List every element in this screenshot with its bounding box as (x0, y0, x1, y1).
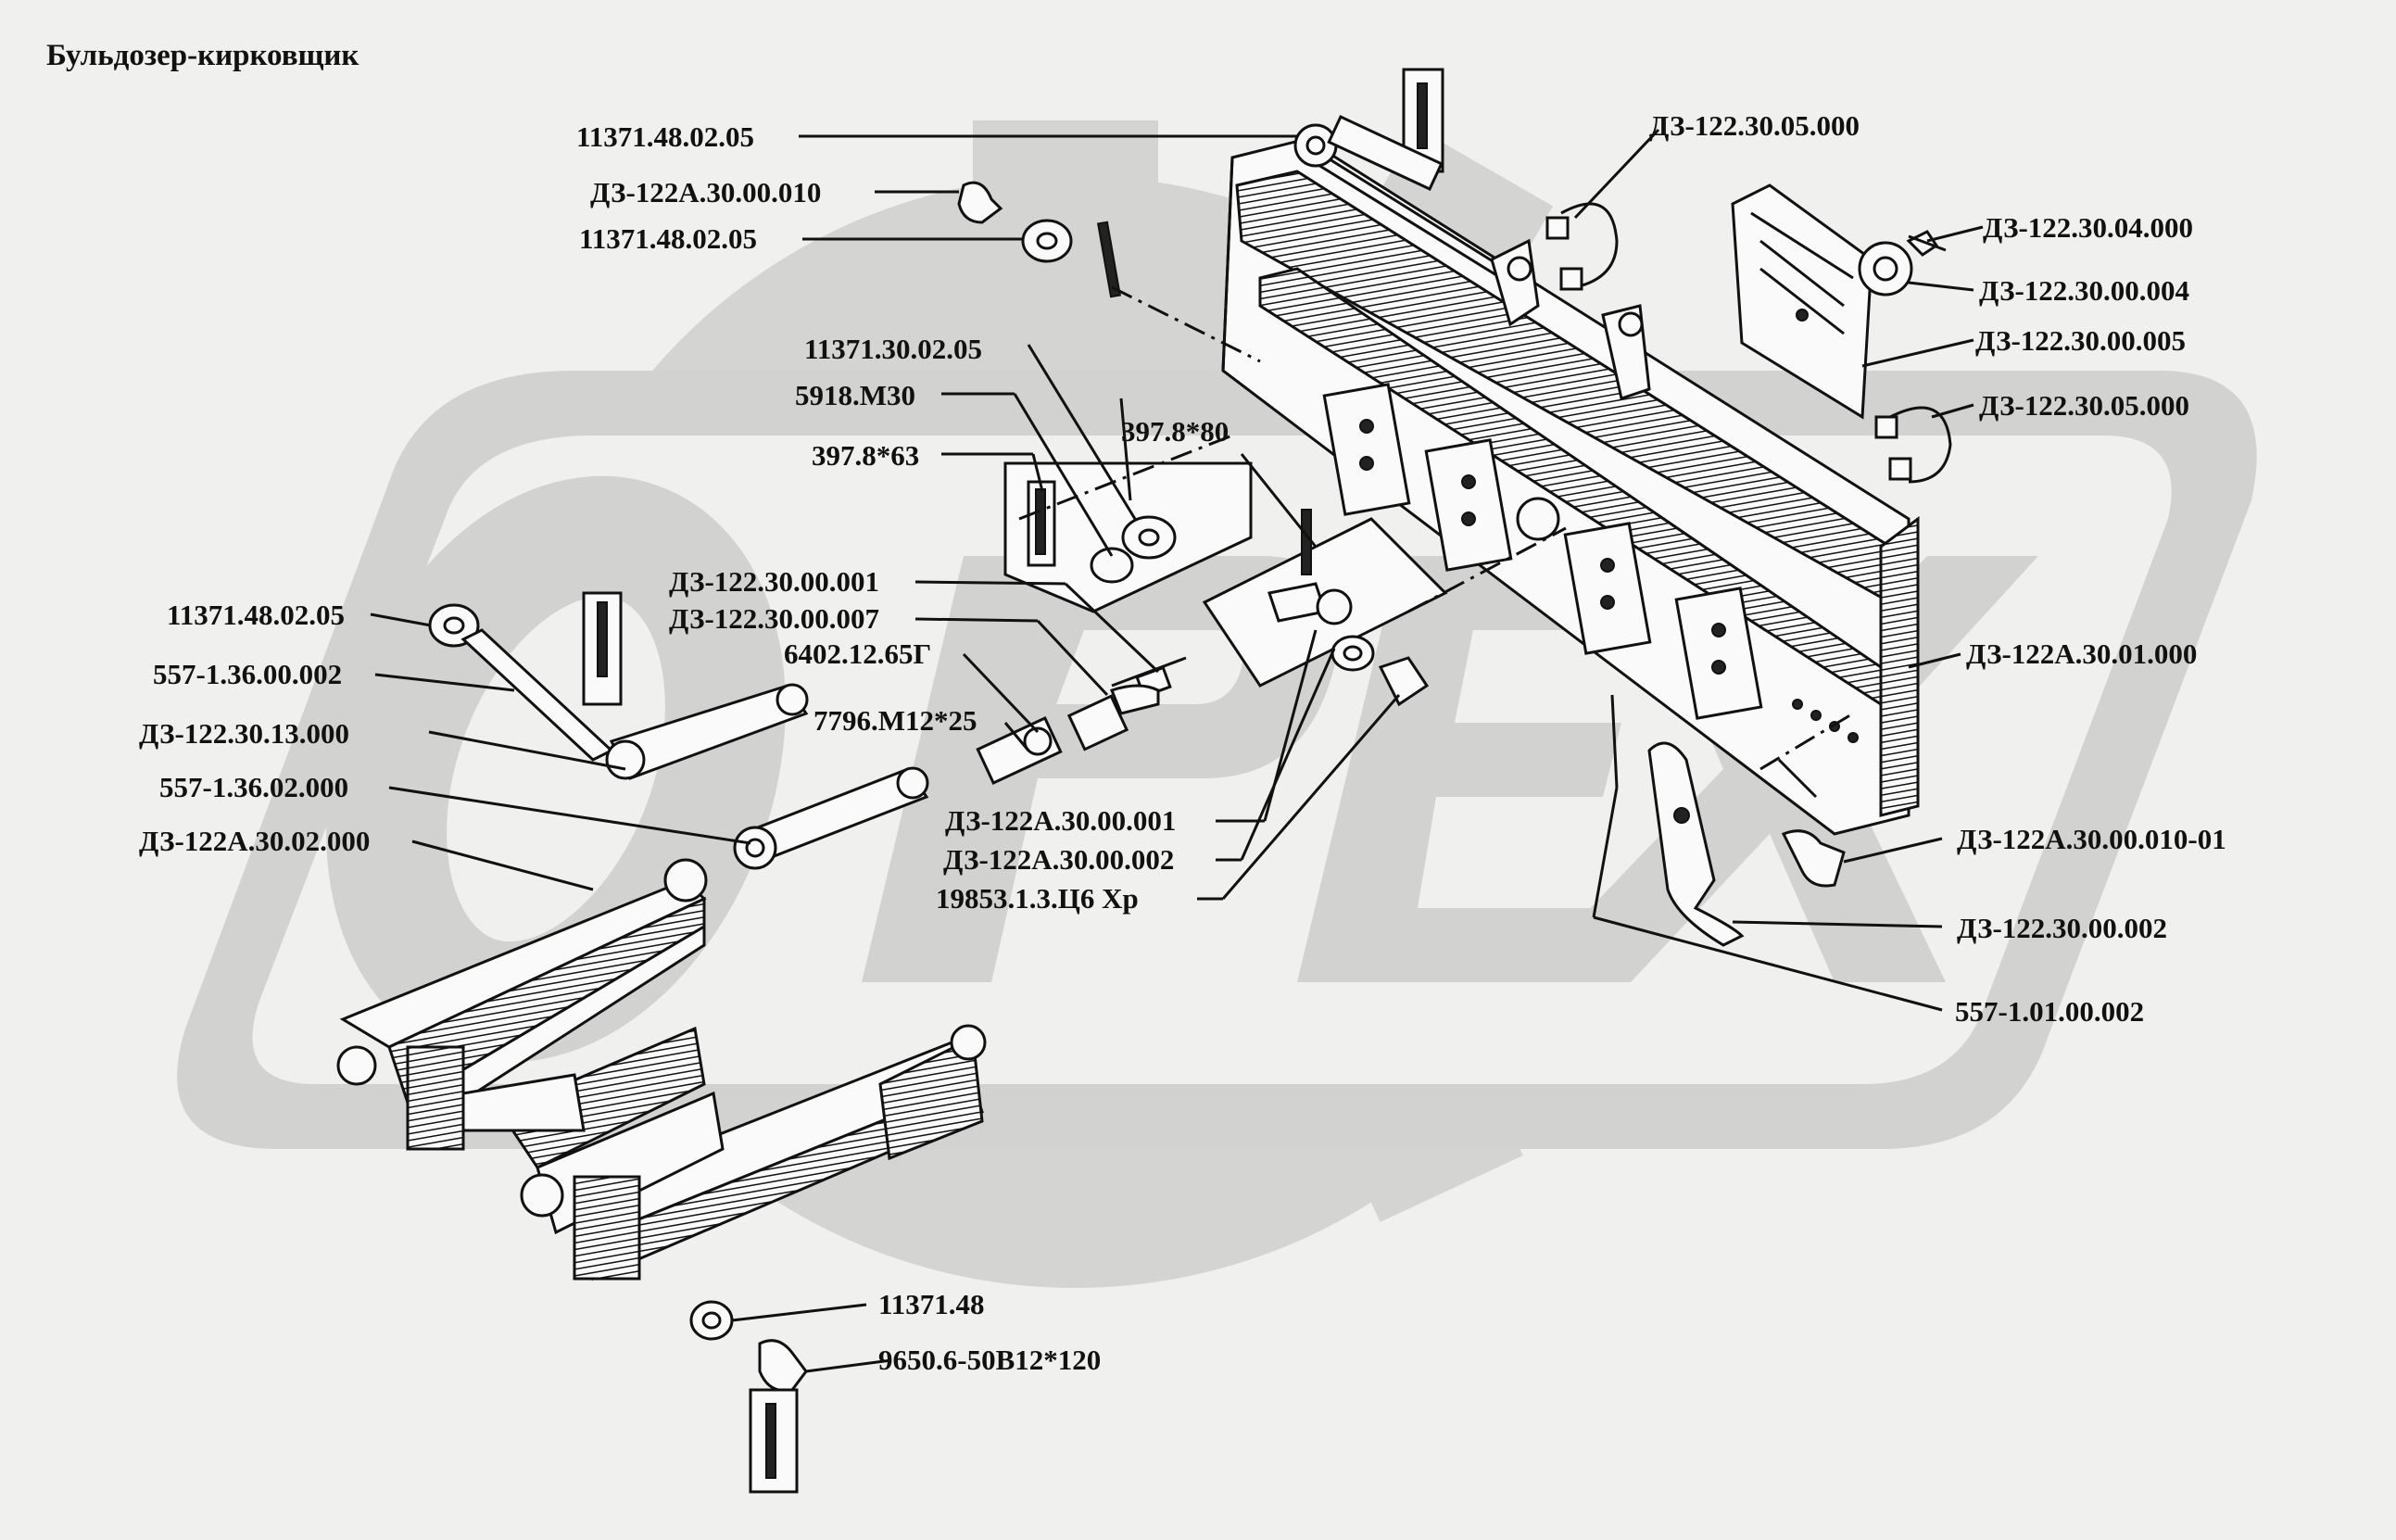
top-bolts (957, 68, 1444, 298)
blade-assembly (1221, 137, 1920, 836)
label-4: 5918.М30 (795, 379, 915, 411)
diagram-title: Бульдозер-кирковщик (46, 39, 359, 72)
label-28: 11371.48 (878, 1288, 985, 1320)
u-bolt-top (1545, 202, 1619, 291)
label-13: ДЗ-122.30.00.007 (669, 602, 879, 635)
label-19: 557-1.36.02.000 (159, 771, 348, 803)
mid-fasteners (976, 398, 1448, 786)
label-20: ДЗ-122А.30.02.000 (139, 825, 370, 857)
ripper-tooth (1610, 694, 1745, 947)
link-arms (428, 591, 929, 870)
label-7: ДЗ-122.30.05.000 (1649, 109, 1860, 142)
label-5: 397.8*63 (812, 439, 919, 472)
label-3: 11371.30.02.05 (804, 333, 982, 365)
label-25: ДЗ-122А.30.00.010-01 (1957, 823, 2226, 855)
label-6: 397.8*80 (1121, 415, 1229, 448)
label-22: ДЗ-122А.30.00.001 (945, 804, 1176, 837)
label-0: 11371.48.02.05 (576, 120, 754, 153)
label-11: ДЗ-122.30.05.000 (1979, 389, 2189, 422)
label-14: 6402.12.65Г (784, 637, 931, 670)
leader-lines (370, 128, 1984, 1373)
label-23: ДЗ-122А.30.00.002 (943, 843, 1174, 876)
u-bolt-right (1874, 406, 1952, 484)
axis-lines (1018, 285, 1854, 771)
label-29: 9650.6-50В12*120 (878, 1344, 1101, 1376)
label-26: ДЗ-122.30.00.002 (1957, 912, 2167, 944)
side-plate (1731, 183, 1947, 420)
label-24: 19853.1.3.Ц6 Хр (936, 882, 1139, 915)
push-frame (336, 858, 987, 1281)
label-18: ДЗ-122.30.13.000 (139, 717, 349, 750)
bottom-parts (689, 1300, 808, 1494)
label-17: 557-1.36.00.002 (153, 658, 342, 690)
label-21: ДЗ-122А.30.01.000 (1966, 637, 2197, 670)
label-27: 557-1.01.00.002 (1955, 995, 2144, 1028)
part-labels: 11371.48.02.05 ДЗ-122А.30.00.010 11371.4… (139, 109, 2226, 1376)
label-16: 11371.48.02.05 (167, 599, 345, 631)
label-8: ДЗ-122.30.04.000 (1983, 211, 2193, 244)
label-15: 7796.М12*25 (813, 704, 977, 737)
bolt-010-01 (1781, 829, 1846, 888)
label-9: ДЗ-122.30.00.004 (1979, 274, 2189, 307)
label-1: ДЗ-122А.30.00.010 (590, 176, 821, 208)
label-12: ДЗ-122.30.00.001 (669, 565, 879, 598)
label-2: 11371.48.02.05 (579, 222, 757, 255)
label-10: ДЗ-122.30.00.005 (1975, 324, 2186, 357)
